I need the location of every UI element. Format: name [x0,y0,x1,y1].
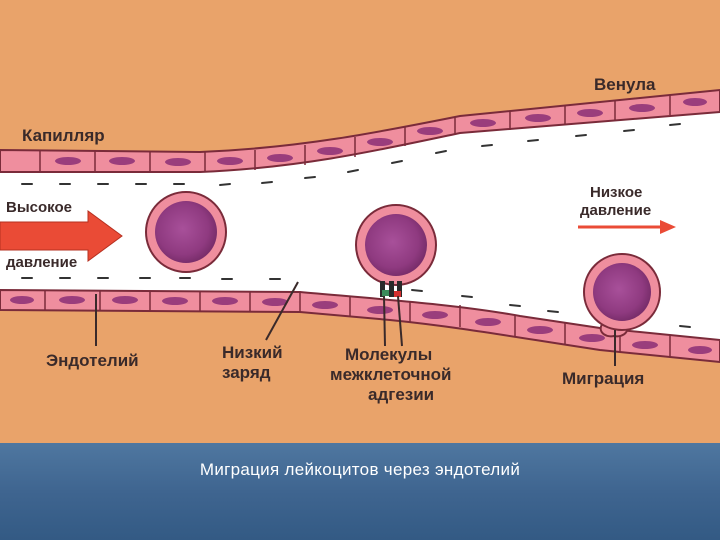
low-charge-label-line1: Низкий [222,343,283,362]
low-pressure-label-line1: Низкое [590,184,642,201]
upper-endothelium [0,88,720,173]
low-pressure-arrow [578,220,676,234]
migration-label: Миграция [562,369,644,388]
low-charge-label-line2: заряд [222,363,271,382]
venule-label: Венула [594,75,656,94]
caption-bar: Миграция лейкоцитов через эндотелий [0,443,720,540]
charge-dashes [21,123,691,328]
adhesion-label-line2: межклеточной [330,365,451,384]
slide-caption: Миграция лейкоцитов через эндотелий [199,460,521,479]
adhesion-label-line1: Молекулы [345,345,432,364]
high-pressure-label-line1: Высокое [6,199,72,216]
low-pressure-label-line2: давление [580,202,651,219]
capillary-label: Капилляр [22,126,105,145]
adhesion-label-line3: адгезии [368,385,434,404]
high-pressure-label-line2: давление [6,254,77,271]
vessel-diagram: Венула Капилляр Высокое давление Низкое … [0,0,720,443]
pointer-lines [95,281,616,366]
high-pressure-arrow [0,210,123,262]
endothelium-label: Эндотелий [46,351,139,370]
adhesion-molecules [380,281,402,297]
leukocyte-adhering [355,204,437,286]
leukocyte-free [145,191,227,273]
